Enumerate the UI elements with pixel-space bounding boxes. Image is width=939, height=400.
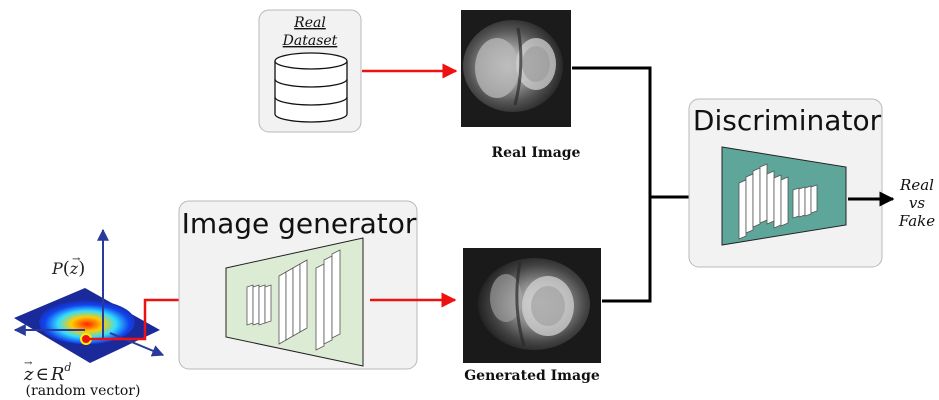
database-icon bbox=[274, 52, 348, 123]
real-image-node: Real Image bbox=[461, 10, 581, 161]
discriminator-layers bbox=[738, 163, 818, 240]
generated-image-node: Generated Image bbox=[463, 248, 601, 384]
real-dataset-node: Real Dataset bbox=[258, 9, 362, 133]
images-merge-connector bbox=[572, 66, 652, 303]
generated-image-caption: Generated Image bbox=[464, 368, 600, 384]
generator-layers bbox=[246, 249, 341, 351]
image-generator-node: Image generator bbox=[178, 200, 418, 370]
discriminator-title: Discriminator bbox=[693, 104, 882, 137]
probability-label-p: P bbox=[51, 259, 63, 278]
probability-vector-arrow: → bbox=[72, 254, 81, 265]
real-dataset-label-line1: Real bbox=[293, 15, 326, 31]
output-label-fake: Fake bbox=[898, 212, 935, 230]
real-image-caption: Real Image bbox=[492, 145, 581, 161]
vector-label-R: R bbox=[50, 364, 65, 385]
probability-label-z: z bbox=[69, 259, 79, 278]
output-label-real: Real bbox=[899, 176, 934, 194]
latent-axis-right bbox=[109, 332, 165, 357]
random-vector-caption: (random vector) bbox=[26, 383, 141, 399]
vector-label: z∈Rd bbox=[23, 361, 71, 385]
vector-label-d: d bbox=[64, 361, 71, 374]
output-label: Real vs Fake bbox=[898, 176, 935, 230]
latent-distribution-plot: P(z) → z∈Rd → (random vector) bbox=[13, 228, 165, 399]
probability-label: P(z) bbox=[51, 258, 85, 279]
discriminator-node: Discriminator bbox=[688, 98, 883, 268]
generator-title: Image generator bbox=[182, 207, 417, 240]
real-dataset-label-line2: Dataset bbox=[282, 33, 338, 49]
vector-label-in: ∈ bbox=[35, 364, 48, 385]
vector-label-z: z bbox=[23, 364, 34, 385]
output-label-vs: vs bbox=[909, 194, 925, 212]
vector-label-arrow: → bbox=[24, 358, 33, 369]
